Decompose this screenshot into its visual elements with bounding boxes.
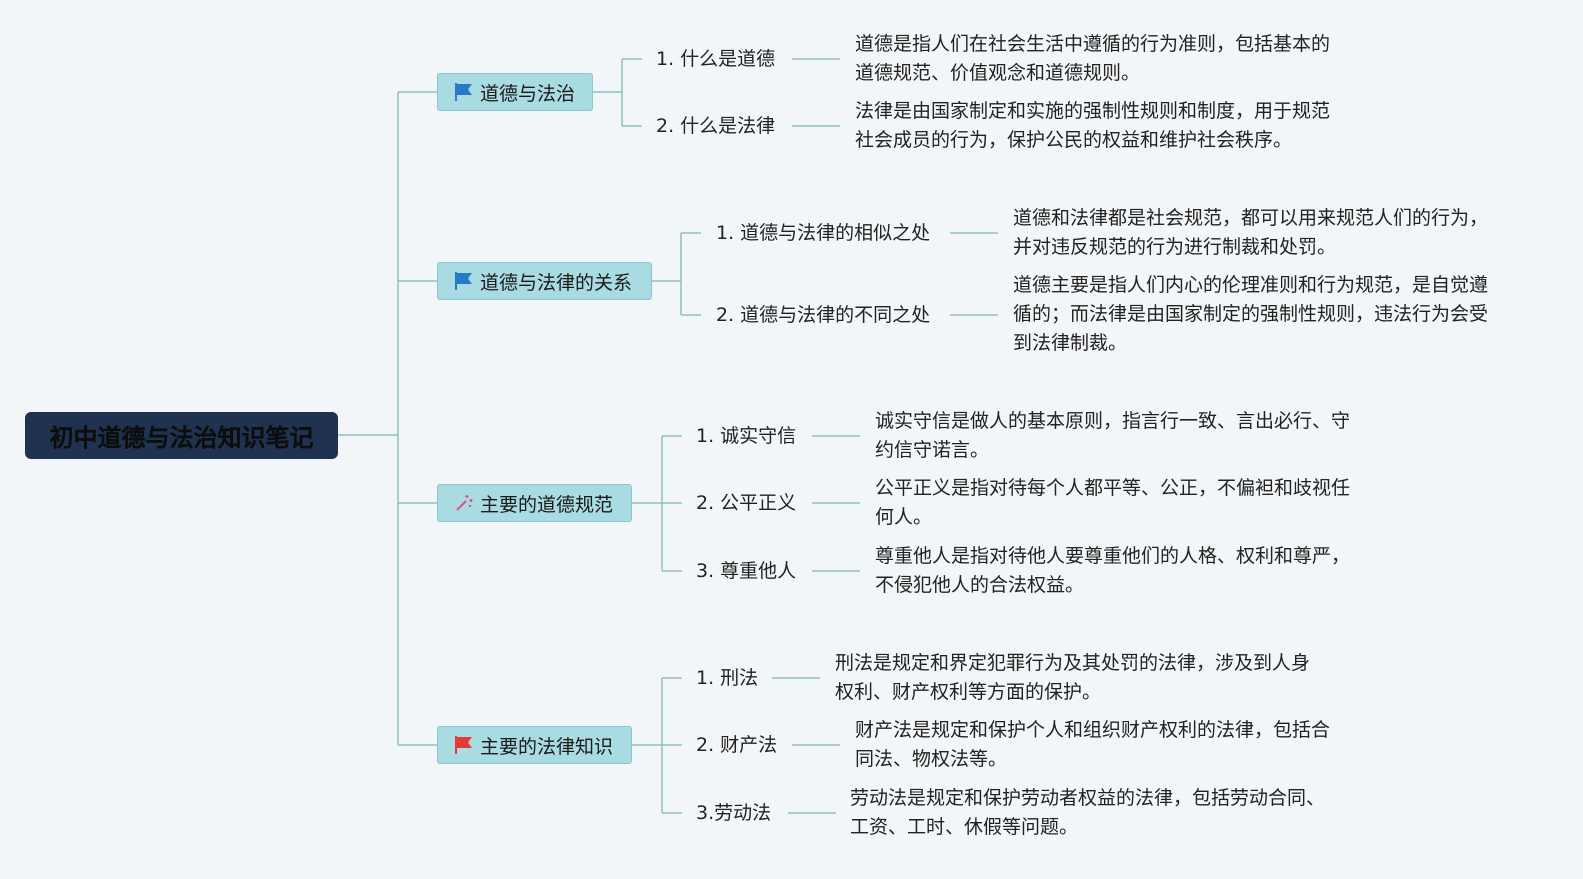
branch-node-1[interactable]: 道德与法律的关系	[437, 262, 652, 300]
desc-1-0: 道德和法律都是社会规范，都可以用来规范人们的行为， 并对违反规范的行为进行制裁和…	[1013, 207, 1489, 258]
desc-3-2: 劳动法是规定和保护劳动者权益的法律，包括劳动合同、 工资、工时、休假等问题。	[850, 787, 1326, 838]
branch-3-spine	[632, 677, 682, 814]
desc-3-0: 刑法是规定和界定犯罪行为及其处罚的法律，涉及到人身 权利、财产权利等方面的保护。	[835, 652, 1311, 703]
root-label: 初中道德与法治知识笔记	[49, 424, 314, 452]
desc-0-1: 法律是由国家制定和实施的强制性规则和制度，用于规范 社会成员的行为，保护公民的权…	[855, 100, 1331, 151]
branch-node-2[interactable]: 主要的道德规范	[437, 484, 632, 522]
blue-flag-icon	[455, 272, 472, 290]
blue-flag-icon	[455, 83, 472, 101]
branch-label: 道德与法治	[480, 82, 576, 105]
topic-0-1[interactable]: 2. 什么是法律	[656, 115, 776, 137]
topic-3-0[interactable]: 1. 刑法	[696, 667, 759, 689]
topic-3-2[interactable]: 3.劳动法	[696, 802, 772, 824]
topic-2-2[interactable]: 3. 尊重他人	[696, 560, 797, 582]
branch-2-spine	[632, 435, 682, 572]
topic-2-0[interactable]: 1. 诚实守信	[696, 425, 797, 447]
branch-1-spine	[652, 232, 701, 316]
branch-node-3[interactable]: 主要的法律知识	[437, 726, 632, 764]
topic-2-1[interactable]: 2. 公平正义	[696, 492, 797, 514]
branch-node-0[interactable]: 道德与法治	[437, 73, 593, 111]
magic-wand-icon	[456, 495, 473, 511]
root-node[interactable]: 初中道德与法治知识笔记	[25, 412, 338, 459]
desc-2-0: 诚实守信是做人的基本原则，指言行一致、言出必行、守 约信守诺言。	[875, 410, 1351, 461]
topic-1-1[interactable]: 2. 道德与法律的不同之处	[716, 304, 931, 326]
topic-0-0[interactable]: 1. 什么是道德	[656, 48, 776, 70]
topic-3-1[interactable]: 2. 财产法	[696, 734, 778, 756]
desc-0-0: 道德是指人们在社会生活中遵循的行为准则，包括基本的 道德规范、价值观念和道德规则…	[855, 33, 1331, 84]
branch-label: 主要的道德规范	[480, 493, 614, 516]
desc-3-1: 财产法是规定和保护个人和组织财产权利的法律，包括合 同法、物权法等。	[855, 719, 1331, 770]
branch-label: 主要的法律知识	[480, 735, 614, 758]
branch-0-spine	[593, 58, 642, 127]
desc-2-1: 公平正义是指对待每个人都平等、公正，不偏袒和歧视任 何人。	[875, 477, 1351, 528]
branch-label: 道德与法律的关系	[480, 271, 633, 294]
red-flag-icon	[455, 736, 472, 754]
topic-1-0[interactable]: 1. 道德与法律的相似之处	[716, 222, 931, 244]
desc-2-2: 尊重他人是指对待他人要尊重他们的人格、权利和尊严， 不侵犯他人的合法权益。	[875, 545, 1351, 596]
desc-1-1: 道德主要是指人们内心的伦理准则和行为规范，是自觉遵 循的；而法律是由国家制定的强…	[1013, 274, 1489, 354]
